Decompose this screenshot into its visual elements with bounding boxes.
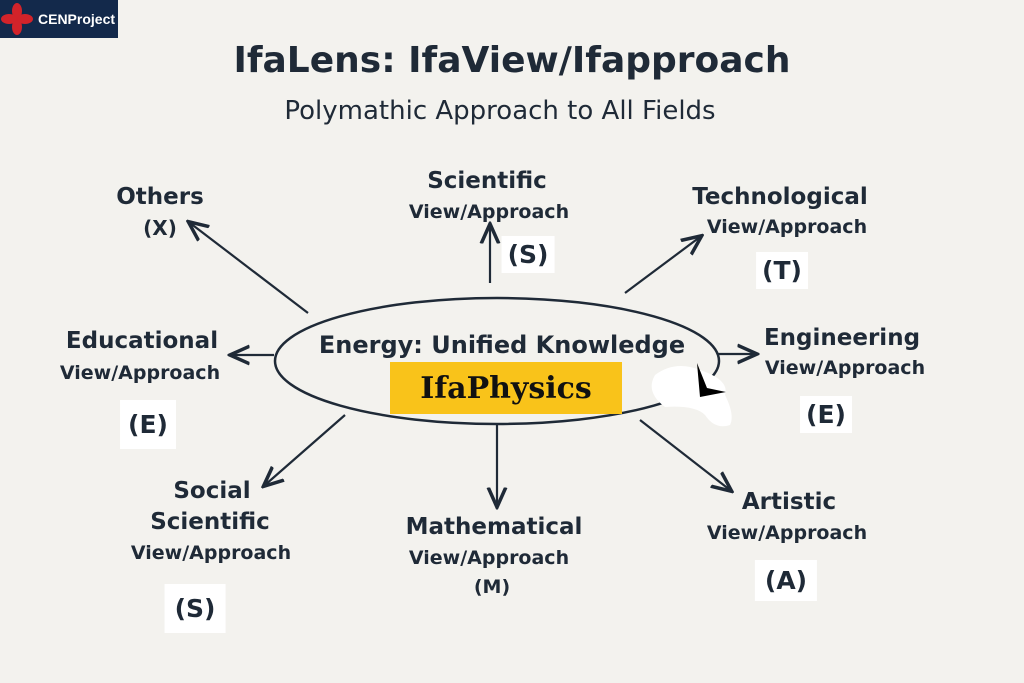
engineering-name: Engineering [763, 325, 921, 351]
artistic-name: Artistic [741, 489, 837, 515]
engineering-code: (E) [800, 396, 852, 433]
technological-code: (T) [756, 252, 808, 289]
arrow-artistic [639, 419, 730, 490]
page-title: IfaLens: IfaView/Ifapproach [233, 40, 791, 81]
scientific-name: Scientific [427, 168, 547, 194]
logo-text: CENProject [38, 11, 116, 27]
logo: CENProject [0, 0, 118, 38]
arrow-social [265, 414, 346, 485]
page-subtitle: Polymathic Approach to All Fields [284, 96, 716, 126]
technological-sub: View/Approach [706, 216, 868, 238]
cursor-arrow-icon [697, 363, 726, 397]
social-name: Social [173, 478, 251, 504]
scientific-sub: View/Approach [408, 201, 570, 223]
artistic-sub: View/Approach [706, 522, 868, 544]
engineering-sub: View/Approach [764, 357, 926, 379]
scientific-code: (S) [501, 236, 555, 273]
others-code: (X) [143, 216, 177, 240]
social-name-2: Scientific [150, 509, 270, 535]
educational-sub: View/Approach [59, 362, 221, 384]
arrow-technological [624, 237, 700, 294]
social-sub: View/Approach [130, 542, 292, 564]
social-code: (S) [164, 584, 226, 633]
mathematical-sub: View/Approach [408, 547, 570, 569]
center-label: Energy: Unified Knowledge [318, 331, 686, 359]
others-name: Others [116, 184, 204, 210]
educational-name: Educational [65, 328, 219, 354]
center-ellipse [273, 296, 721, 426]
technological-name: Technological [692, 184, 868, 210]
white-smudge [651, 366, 732, 427]
educational-code: (E) [120, 400, 176, 449]
logo-flower-icon [1, 3, 33, 35]
artistic-code: (A) [754, 560, 818, 601]
center-highlight: IfaPhysics [390, 362, 622, 414]
arrow-others [190, 223, 309, 314]
mathematical-code: (M) [473, 576, 511, 598]
mathematical-name: Mathematical [405, 514, 583, 540]
